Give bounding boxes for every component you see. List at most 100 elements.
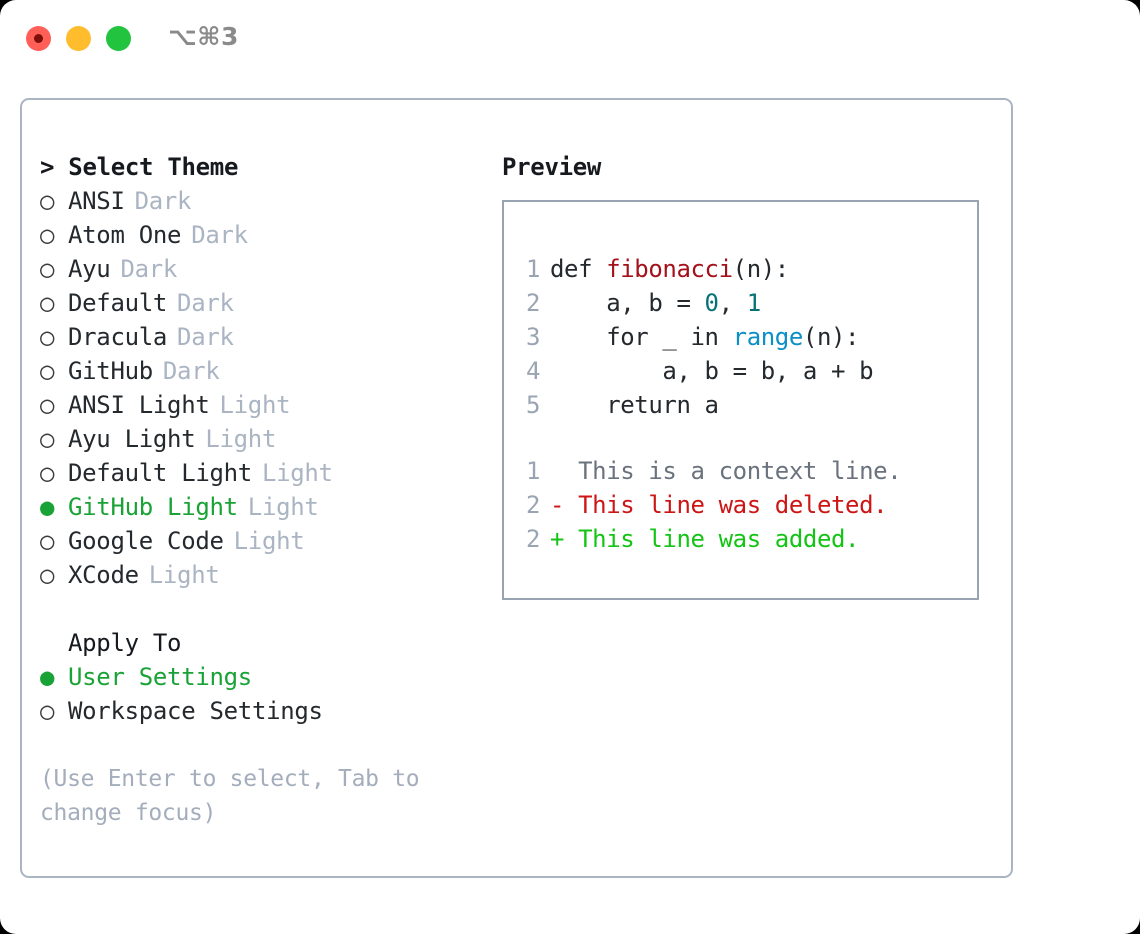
theme-list-item[interactable]: ○ Google Code Light	[40, 524, 500, 558]
window-controls	[26, 26, 131, 51]
code-line-number: 4	[525, 357, 540, 385]
theme-list-item[interactable]: ○ GitHub Dark	[40, 354, 500, 388]
theme-variant-tag: Dark	[162, 357, 220, 385]
diff-line-number: 1	[525, 457, 540, 485]
diff-sign	[550, 457, 578, 485]
code-token: 0	[704, 289, 719, 317]
diff-text: This line was deleted.	[578, 491, 888, 519]
code-token: return a	[550, 391, 719, 419]
theme-variant-tag: Light	[261, 459, 333, 487]
code-token: fibonacci	[606, 255, 733, 283]
theme-list-header: > Select Theme	[40, 153, 239, 181]
diff-line: 2- This line was deleted.	[516, 488, 901, 522]
theme-variant-tag: Dark	[177, 289, 234, 317]
radio-unselected-icon: ○	[40, 323, 55, 351]
radio-unselected-icon: ○	[40, 391, 55, 419]
list-spacer	[40, 592, 500, 626]
theme-list-item[interactable]: ○ Dracula Dark	[40, 320, 500, 354]
radio-unselected-icon: ○	[40, 289, 55, 317]
radio-unselected-icon: ○	[40, 221, 55, 249]
theme-name: Default Light	[68, 459, 252, 487]
diff-line: 1 This is a context line.	[516, 454, 902, 488]
diff-text: This is a context line.	[578, 457, 902, 485]
theme-variant-tag: Dark	[177, 323, 234, 351]
close-button-icon[interactable]	[26, 26, 51, 51]
radio-unselected-icon: ○	[40, 697, 55, 725]
code-line: 4 a, b = b, a + b	[516, 354, 874, 388]
theme-list-item[interactable]: ○ Default Light Light	[40, 456, 500, 490]
theme-variant-tag: Dark	[134, 187, 192, 215]
keyboard-hint-text: (Use Enter to select, Tab to change focu…	[40, 766, 420, 826]
diff-line-number: 2	[525, 525, 540, 553]
apply-to-header: Apply To	[68, 629, 182, 657]
code-line: 5 return a	[516, 388, 873, 422]
theme-name: ANSI	[68, 187, 125, 215]
radio-unselected-icon: ○	[40, 459, 55, 487]
code-token: (n):	[802, 323, 860, 351]
apply-to-option[interactable]: ○Workspace Settings	[40, 694, 500, 728]
preview-title: Preview	[502, 153, 602, 181]
theme-variant-tag: Light	[247, 493, 319, 521]
diff-sign: +	[550, 525, 579, 553]
code-line: 2 a, b = 0, 1	[516, 286, 873, 320]
diff-line-number: 2	[525, 491, 540, 519]
theme-variant-tag: Dark	[191, 221, 248, 249]
theme-list-item[interactable]: ● GitHub Light Light	[40, 490, 500, 524]
theme-variant-tag: Light	[233, 527, 305, 555]
maximize-button-icon[interactable]	[106, 26, 131, 51]
theme-name: Ayu Light	[68, 425, 196, 453]
code-token: range	[732, 323, 804, 351]
theme-list-item[interactable]: ○ ANSI Dark	[40, 184, 500, 218]
minimize-button-icon[interactable]	[66, 26, 91, 51]
diff-line: 2 + This line was added.	[516, 522, 901, 556]
radio-selected-icon: ●	[40, 493, 55, 521]
radio-unselected-icon: ○	[40, 357, 55, 385]
code-line: 1 def fibonacci(n):	[516, 252, 873, 286]
theme-list-item[interactable]: ○ XCode Light	[40, 558, 500, 592]
radio-unselected-icon: ○	[40, 187, 55, 215]
apply-to-label: User Settings	[68, 663, 252, 691]
theme-name: Ayu	[68, 255, 111, 283]
theme-list-item[interactable]: ○ Ayu Light Light	[40, 422, 500, 456]
theme-name: XCode	[68, 561, 139, 589]
diff-text: This line was added.	[578, 525, 860, 553]
theme-name: Dracula	[68, 323, 168, 351]
theme-list-item[interactable]: ○ Atom One Dark	[40, 218, 500, 252]
code-line-number: 3	[525, 323, 540, 351]
keyboard-shortcut-label: ⌥⌘3	[168, 22, 239, 51]
theme-name: Google Code	[68, 527, 224, 555]
theme-variant-tag: Light	[205, 425, 277, 453]
theme-name: GitHub Light	[68, 493, 238, 521]
code-token: a, b =	[550, 289, 705, 317]
theme-list-item[interactable]: ○ ANSI Light Light	[40, 388, 500, 422]
theme-variant-tag: Light	[148, 561, 220, 589]
code-token: def	[550, 255, 607, 283]
radio-unselected-icon: ○	[40, 425, 55, 453]
theme-name: ANSI Light	[68, 391, 210, 419]
radio-unselected-icon: ○	[40, 255, 55, 283]
theme-name: Atom One	[68, 221, 182, 249]
code-token: a, b = b, a + b	[550, 357, 874, 385]
theme-variant-tag: Light	[219, 391, 291, 419]
code-token: for _ in	[550, 323, 733, 351]
radio-selected-icon: ●	[40, 663, 55, 691]
apply-to-group[interactable]: ● User Settings ○Workspace Settings	[40, 660, 500, 728]
apply-to-option[interactable]: ● User Settings	[40, 660, 500, 694]
diff-sign: -	[550, 491, 579, 519]
code-line-number: 1	[525, 255, 540, 283]
theme-name: GitHub	[68, 357, 153, 385]
code-token: ,	[718, 289, 747, 317]
radio-unselected-icon: ○	[40, 527, 55, 555]
code-token: (n):	[732, 255, 790, 283]
diff-sample: 1 This is a context line.2- This line wa…	[516, 454, 902, 556]
radio-unselected-icon: ○	[40, 561, 55, 589]
